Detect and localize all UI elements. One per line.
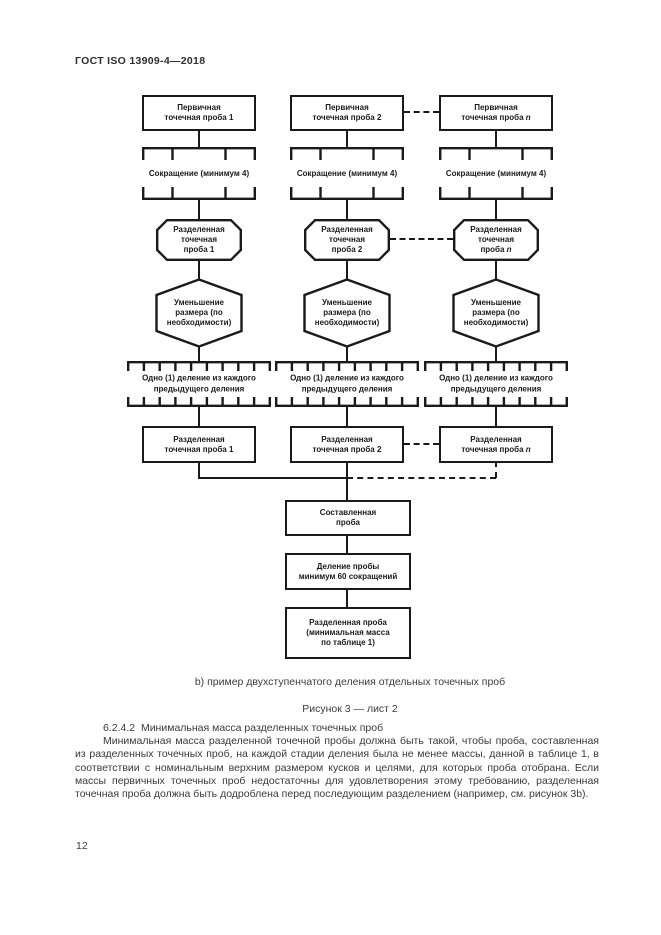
reduction-comb: Сокращение (минимум 4) [142,147,256,200]
octagon-shape [304,219,390,261]
octagon-shape [156,219,242,261]
one-division-label: Одно (1) деление из каждого предыдущего … [142,373,256,394]
division-comb: Одно (1) деление из каждого предыдущего … [424,361,568,407]
dashed-merge-line [495,461,497,478]
size-reduction-label: Уменьшение размера (по необходимости) [166,298,232,327]
connector-line [495,199,497,220]
reduction-label: Сокращение (минимум 4) [445,168,547,178]
dashed-connector [404,111,439,113]
connector-line [198,346,200,362]
connector-line [346,346,348,362]
connector-line [198,199,200,220]
figure-caption: Рисунок 3 — лист 2 [302,703,398,715]
reduction-label: Сокращение (минимум 4) [148,168,250,178]
dashed-connector [390,238,453,240]
section-heading: 6.2.4.2 Минимальная масса разделенных то… [103,722,384,734]
comb-shape [290,147,404,200]
connector-line [346,129,348,148]
section-body: 6.2.4.2 Минимальная масса разделенных то… [75,722,599,801]
division-comb: Одно (1) деление из каждого предыдущего … [127,361,271,407]
reduction-comb: Сокращение (минимум 4) [290,147,404,200]
connector-line [346,534,348,555]
final-divided-sample-box: Разделенная проба (минимальная масса по … [285,607,411,659]
primary-increment-label: Первичная точечная проба 2 [312,103,382,122]
divided-increment-octagon-label: Разделенная точечная проба 2 [321,225,373,254]
connector-line [346,199,348,220]
merge-line [198,477,348,479]
comb-shape [142,147,256,200]
comb-shape [424,361,568,407]
one-division-label: Одно (1) деление из каждого предыдущего … [290,373,404,394]
connector-line [198,405,200,427]
divided-increment-octagon: Разделенная точечная проба n [453,219,539,261]
size-reduction-label: Уменьшение размера (по необходимости) [314,298,380,327]
merge-line [198,461,200,479]
divided-increment-octagon-label: Разделенная точечная проба n [470,225,522,254]
primary-increment-box: Первичная точечная проба n [439,95,553,131]
section-paragraph: Минимальная масса разделенной точечной п… [75,735,599,801]
sample-division-box: Деление пробы минимум 60 сокращений [285,553,411,590]
divided-increment-octagon: Разделенная точечная проба 1 [156,219,242,261]
connector-line [346,405,348,427]
primary-increment-label: Первичная точечная проба n [461,103,531,122]
comb-shape [439,147,553,200]
one-division-label: Одно (1) деление из каждого предыдущего … [439,373,553,394]
primary-increment-box: Первичная точечная проба 2 [290,95,404,131]
octagon-shape [453,219,539,261]
connector-line [198,129,200,148]
division-comb: Одно (1) деление из каждого предыдущего … [275,361,419,407]
primary-increment-label: Первичная точечная проба 1 [164,103,234,122]
size-reduction-label: Уменьшение размера (по необходимости) [463,298,529,327]
divided-sample-box: Разделенная точечная проба 2 [290,426,404,463]
connector-line [495,129,497,148]
divided-sample-label: Разделенная точечная проба 1 [164,434,234,454]
primary-increment-box: Первичная точечная проба 1 [142,95,256,131]
connector-line [495,405,497,427]
divided-sample-label: Разделенная точечная проба n [461,434,531,454]
page-number: 12 [76,840,88,852]
connector-line [346,588,348,609]
document-header-title: ГОСТ ISO 13909-4—2018 [75,55,206,67]
connector-line [495,259,497,279]
divided-sample-box: Разделенная точечная проба n [439,426,553,463]
connector-line [346,259,348,279]
composite-sample-box: Составленная проба [285,500,411,536]
divided-sample-box: Разделенная точечная проба 1 [142,426,256,463]
dashed-merge-line [347,477,496,479]
connector-line [198,259,200,279]
divided-sample-label: Разделенная точечная проба 2 [312,434,382,454]
reduction-comb: Сокращение (минимум 4) [439,147,553,200]
divided-increment-octagon: Разделенная точечная проба 2 [304,219,390,261]
subfigure-caption: b) пример двухступенчатого деления отдел… [194,676,506,688]
merge-line [346,461,348,502]
size-reduction-hexagon: Уменьшение размера (по необходимости) [303,278,391,348]
divided-increment-octagon-label: Разделенная точечная проба 1 [173,225,225,254]
size-reduction-hexagon: Уменьшение размера (по необходимости) [452,278,540,348]
connector-line [495,346,497,362]
size-reduction-hexagon: Уменьшение размера (по необходимости) [155,278,243,348]
reduction-label: Сокращение (минимум 4) [296,168,398,178]
dashed-connector [404,443,439,445]
flowchart-figure: Первичная точечная проба 1 Сокращение (м… [127,95,568,659]
